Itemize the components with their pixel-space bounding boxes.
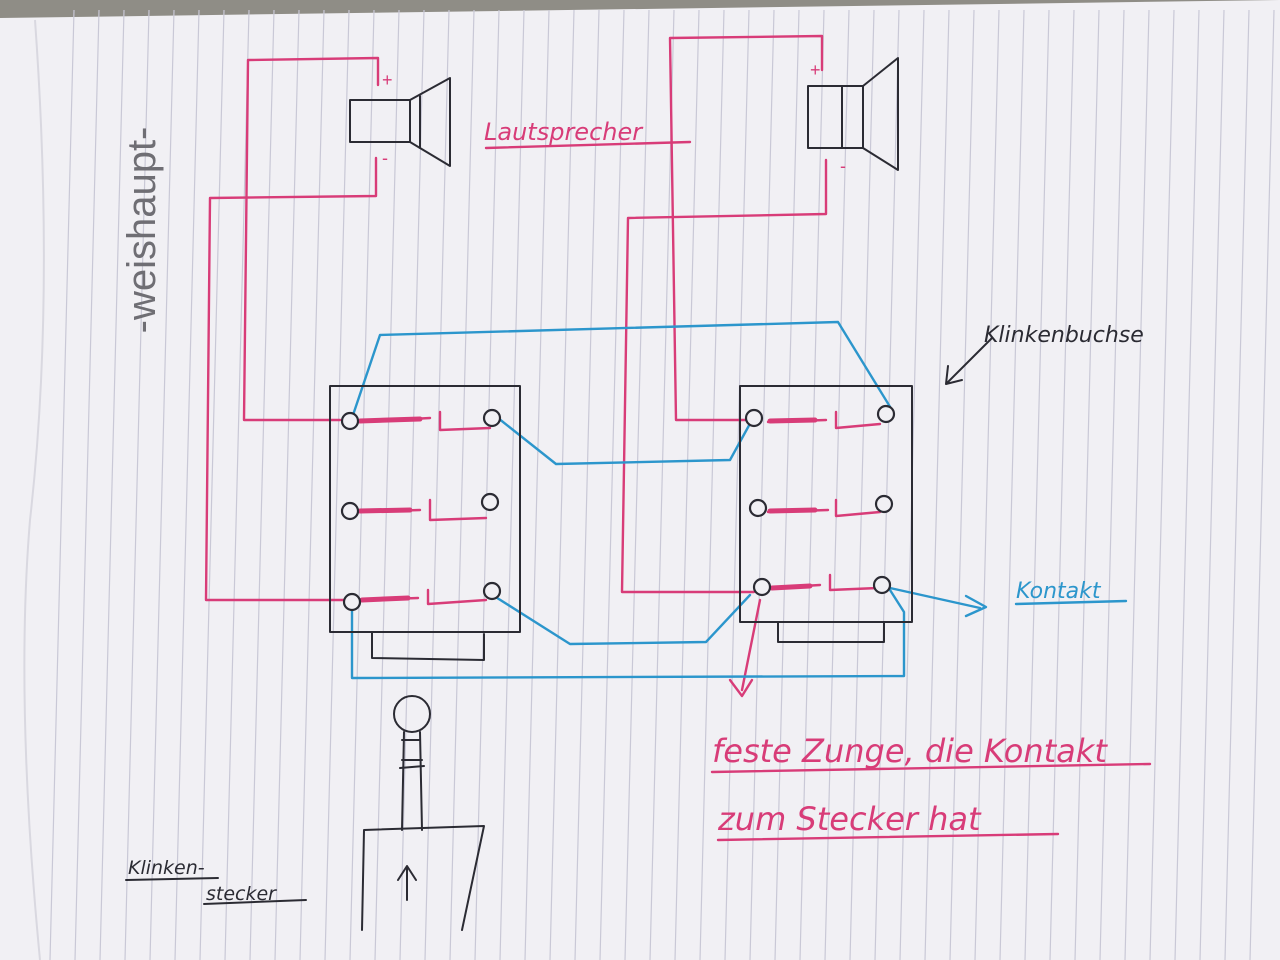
label-fixed-tongue-1: feste Zunge, die Kontakt (712, 732, 1108, 770)
ruling-line (924, 9, 950, 960)
ruling-line (1099, 9, 1125, 960)
ruling-line (149, 9, 175, 960)
ruling-line (49, 9, 75, 960)
ruling-line (74, 9, 100, 960)
ruling-line (399, 9, 425, 960)
ruling-line (1149, 9, 1175, 960)
ruling-line (374, 9, 400, 960)
ruling-line (574, 9, 600, 960)
pencil-drawing (125, 57, 993, 931)
ruling-line (174, 9, 200, 960)
ruling-line (424, 9, 450, 960)
label-jack-plug-1: Klinken- (128, 857, 205, 879)
ruling-line (774, 9, 800, 960)
ruling-line (724, 9, 750, 960)
notebook-ruling (49, 9, 1275, 960)
ruling-line (124, 9, 150, 960)
ruling-line (199, 9, 225, 960)
ruling-line (949, 9, 975, 960)
ruling-line (999, 9, 1025, 960)
ruling-line (474, 9, 500, 960)
ruling-line (1199, 9, 1225, 960)
speaker-right-cone (862, 57, 899, 171)
terminals (340, 404, 896, 612)
ruling-line (1049, 9, 1075, 960)
label-jack-socket: Klinkenbuchse (984, 323, 1144, 348)
ruling-line (549, 9, 575, 960)
plug-tip (393, 695, 431, 733)
plug-body (361, 825, 485, 931)
ruling-line (599, 9, 625, 960)
label-jack-plug-2: stecker (206, 883, 277, 905)
ruling-line (224, 9, 250, 960)
ruling-line (324, 9, 350, 960)
ruling-line (1124, 9, 1150, 960)
socket-block-right (739, 385, 913, 623)
label-fixed-tongue-2: zum Stecker hat (717, 800, 982, 838)
plug-shaft (401, 731, 423, 831)
speaker-left-magnet (349, 99, 411, 143)
blue-wiring (350, 320, 1128, 680)
ruling-line (1024, 9, 1050, 960)
ruling-line (274, 9, 300, 960)
brand-logo: -weishaupt- (120, 127, 164, 334)
ruling-line (524, 9, 550, 960)
ruling-line (749, 9, 775, 960)
minus-sign-left: - (382, 148, 388, 168)
ruling-line (649, 9, 675, 960)
contact-blades (357, 416, 818, 603)
ruling-line (1074, 9, 1100, 960)
plug-arrow (397, 865, 417, 901)
speaker-right-magnet (807, 85, 864, 149)
ruling-line (674, 9, 700, 960)
ruling-line (349, 9, 375, 960)
speaker-left-cone (409, 77, 451, 167)
ruling-line (1249, 9, 1275, 960)
ruling-line (849, 9, 875, 960)
plus-sign-left: + (382, 70, 393, 90)
plus-sign-right: + (810, 60, 821, 80)
ruling-line (824, 9, 850, 960)
ruling-line (699, 9, 725, 960)
ruling-line (799, 9, 825, 960)
paper-fold-edge (23, 19, 45, 960)
ruling-line (99, 9, 125, 960)
label-contact: Kontakt (1016, 579, 1102, 604)
ruling-line (499, 9, 525, 960)
ruling-line (624, 9, 650, 960)
ruling-line (974, 9, 1000, 960)
ruling-line (249, 9, 275, 960)
ruling-line (299, 9, 325, 960)
ruling-line (449, 9, 475, 960)
ruling-line (1174, 9, 1200, 960)
minus-sign-right: - (840, 156, 846, 176)
ruling-line (1224, 9, 1250, 960)
socket-block-left (329, 385, 521, 633)
label-speakers: Lautsprecher (484, 118, 644, 146)
